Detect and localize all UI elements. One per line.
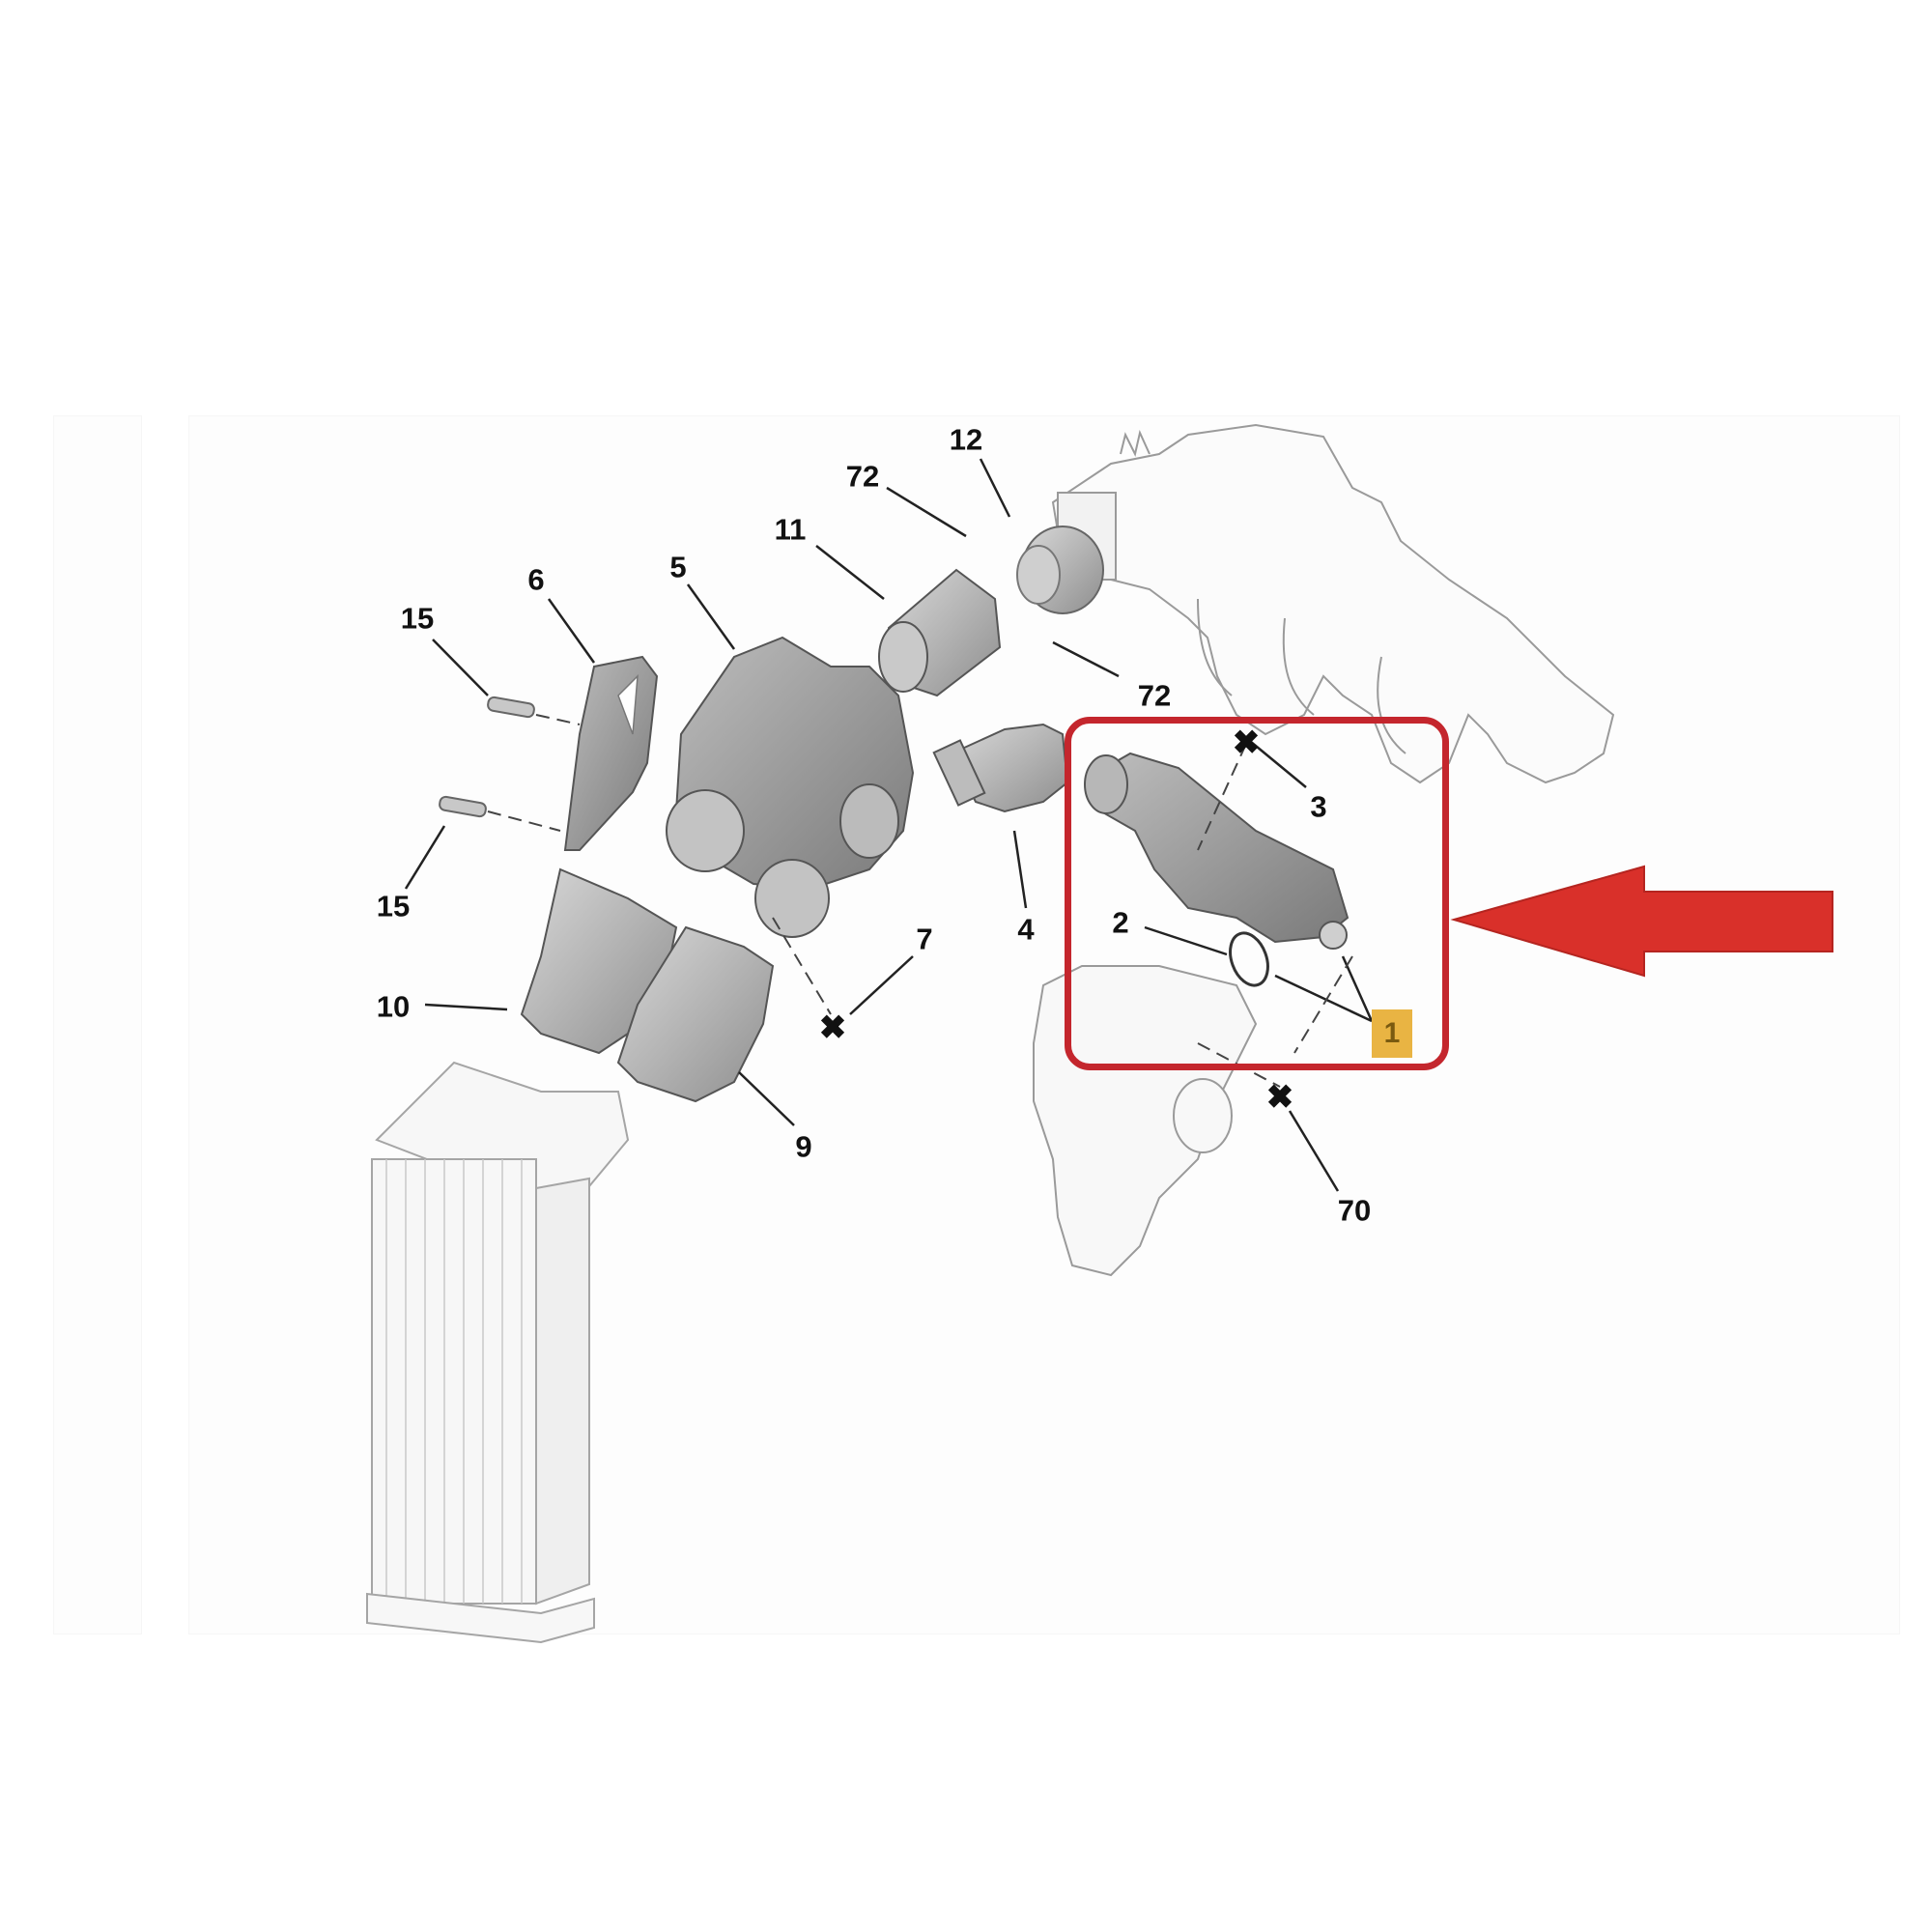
hose-part-4	[932, 723, 1069, 813]
background-panel-left	[53, 415, 142, 1634]
fastener-x-marks: ✖ ✖ ✖	[819, 724, 1294, 1116]
callout-3: 3	[1310, 789, 1327, 824]
corrugated-hose-part-9	[616, 925, 775, 1103]
callout-4: 4	[1017, 912, 1035, 947]
flange-part-12	[1016, 526, 1104, 614]
intercooler	[366, 1061, 630, 1644]
callout-10: 10	[376, 989, 411, 1024]
coupling-part-11	[878, 568, 1002, 697]
callout-11: 11	[774, 512, 807, 547]
stud-bolts-part-15	[439, 696, 535, 818]
callout-6: 6	[527, 562, 545, 597]
pointer-arrow	[1450, 865, 1833, 978]
callout-15-top: 15	[400, 601, 435, 636]
leader-lines	[404, 458, 1374, 1192]
callout-72-bottom: 72	[1137, 678, 1172, 713]
callout-1-text: 1	[1383, 1017, 1401, 1049]
callout-15-bottom: 15	[376, 889, 411, 923]
callout-1-highlighted-badge: 1	[1372, 1009, 1412, 1058]
highlight-frame	[1065, 717, 1449, 1070]
callout-12: 12	[949, 422, 983, 457]
callout-7: 7	[916, 922, 933, 956]
callout-70: 70	[1337, 1193, 1372, 1228]
hose-part-1	[1084, 752, 1350, 987]
x-mark-7: ✖	[819, 1009, 847, 1046]
callout-9: 9	[795, 1129, 812, 1164]
x-mark-3: ✖	[1233, 724, 1261, 761]
turbocharger	[1033, 965, 1258, 1277]
bracket-part-6	[563, 655, 659, 851]
x-mark-70: ✖	[1266, 1079, 1294, 1116]
throttle-housing-part-5	[666, 636, 915, 938]
callout-2: 2	[1112, 905, 1129, 940]
callout-72-top: 72	[845, 459, 880, 494]
callout-5: 5	[669, 550, 687, 584]
